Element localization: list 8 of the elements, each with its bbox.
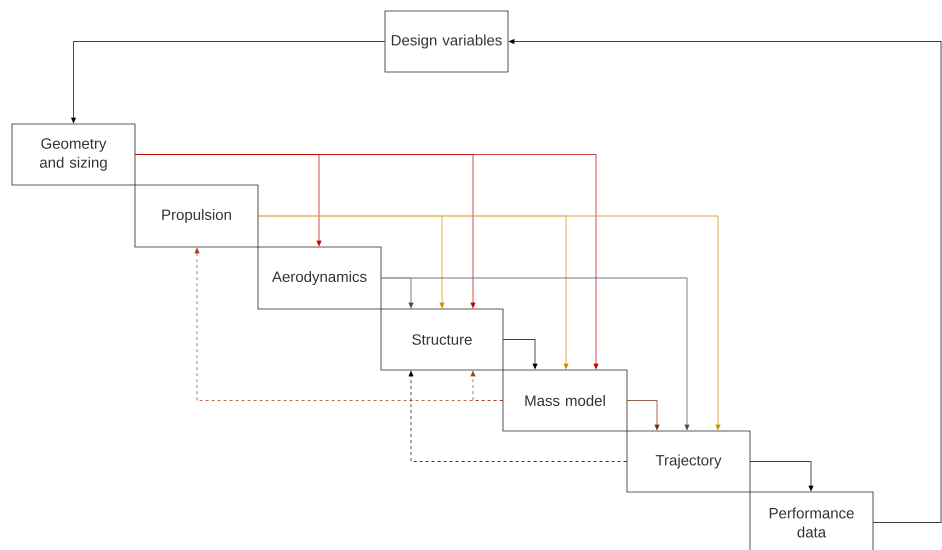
process-box: Aerodynamics bbox=[258, 246, 382, 310]
process-box: Structure bbox=[380, 308, 504, 370]
process-box: Design variables bbox=[384, 10, 508, 72]
process-box: Trajectory bbox=[626, 430, 750, 492]
process-box: Propulsion bbox=[134, 184, 258, 248]
process-box: Mass model bbox=[502, 370, 628, 432]
process-box: Geometry and sizing bbox=[12, 124, 136, 186]
process-box: Performance data bbox=[750, 492, 874, 550]
